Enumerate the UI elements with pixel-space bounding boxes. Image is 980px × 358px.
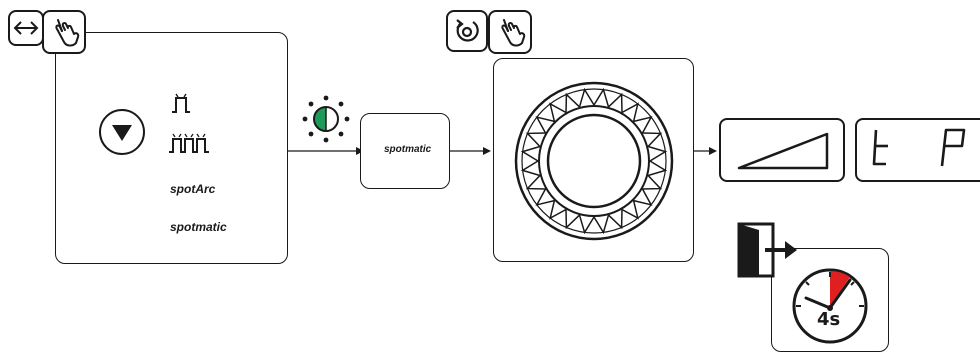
rotate-icon — [456, 19, 479, 42]
knob-ridge — [535, 188, 555, 206]
knob-ridge — [578, 214, 595, 235]
mode-menu-panel — [55, 32, 288, 264]
knob-ridge — [535, 116, 555, 134]
knob-ridge — [549, 200, 567, 220]
knob-ridge — [593, 214, 610, 235]
knob-ridge — [633, 116, 653, 134]
knob-ridge — [642, 132, 663, 148]
knob-ridge — [549, 102, 567, 122]
menu-item-spotarc[interactable]: spotArc — [170, 182, 216, 196]
hand-press-icon — [501, 19, 526, 47]
exit-door-icon — [737, 222, 797, 278]
arrow-down-button[interactable] — [98, 108, 146, 156]
press-tab-left[interactable] — [42, 10, 86, 54]
rotate-tab[interactable] — [446, 10, 488, 52]
stopwatch-icon — [792, 268, 868, 344]
knob-ridge — [642, 174, 663, 190]
ramp-icon — [737, 132, 829, 170]
knob-ridge — [525, 174, 546, 190]
knob-ridge — [593, 87, 610, 108]
knob-ridge — [565, 92, 581, 113]
rotary-knob-icon[interactable] — [513, 80, 675, 242]
selected-mode-panel — [360, 113, 450, 189]
timeout-label: 4s — [817, 309, 841, 330]
knob-ridge — [647, 160, 668, 177]
knob-ridge — [525, 132, 546, 148]
menu-item-spotmatic[interactable]: spotmatic — [170, 220, 227, 234]
segment-display-text: t P — [872, 128, 966, 167]
knob-ridge — [607, 209, 623, 230]
knob-ridge — [647, 145, 668, 162]
spot-single-icon — [172, 93, 190, 113]
switch-arrows-icon — [13, 21, 39, 35]
selected-mode-label: spotmatic — [384, 144, 432, 155]
knob-ridge — [621, 102, 639, 122]
knob-ridge — [520, 160, 541, 177]
arrow-down-icon — [99, 109, 145, 155]
knob-ridge — [565, 209, 581, 230]
spot-interval-icon — [169, 133, 209, 153]
hand-press-icon — [55, 19, 80, 47]
knob-ridge — [633, 188, 653, 206]
knob-ridge — [607, 92, 623, 113]
ramp-display — [719, 118, 845, 182]
knob-ridge — [520, 145, 541, 162]
knob-ridge — [578, 87, 595, 108]
press-tab-right[interactable] — [488, 10, 532, 54]
knob-ridge — [621, 200, 639, 220]
signal-light-icon — [302, 95, 350, 143]
